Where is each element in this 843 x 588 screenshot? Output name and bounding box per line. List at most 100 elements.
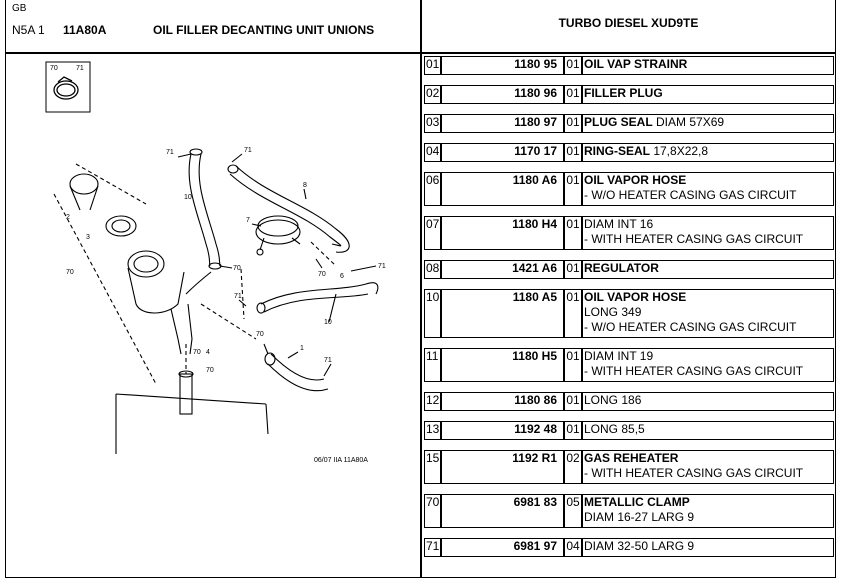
description-bold: FILLER PLUG — [584, 86, 663, 100]
description-line: DIAM 32-50 LARG 9 — [584, 539, 832, 554]
description-bold: GAS REHEATER — [584, 451, 679, 465]
description-line: OIL VAP STRAINR — [584, 57, 832, 72]
part-reference: 1180 96 — [441, 85, 564, 104]
quantity: 01 — [564, 114, 582, 133]
description-text: - WITH HEATER CASING GAS CIRCUIT — [584, 466, 804, 480]
description-line: LONG 85,5 — [584, 422, 832, 437]
item-number: 06 — [424, 172, 441, 206]
part-description: OIL VAPOR HOSE- W/O HEATER CASING GAS CI… — [582, 172, 834, 206]
part-reference: 1421 A6 — [441, 260, 564, 279]
part-reference: 1192 R1 — [441, 450, 564, 484]
quantity: 01 — [564, 85, 582, 104]
diagram-caption: 06/07 IIA 11A80A — [314, 457, 368, 464]
exploded-parts-diagram: 70 71 — [45, 61, 386, 464]
quantity: 02 — [564, 450, 582, 484]
part-reference: 1180 97 — [441, 114, 564, 133]
hose-1 — [270, 353, 325, 381]
regulator-7 — [255, 215, 301, 256]
inset-label: 70 — [50, 65, 58, 72]
quantity: 01 — [564, 56, 582, 75]
part-reference: 1180 95 — [441, 56, 564, 75]
description-line: - W/O HEATER CASING GAS CIRCUIT — [584, 188, 832, 203]
item-number: 08 — [424, 260, 441, 279]
description-line: OIL VAPOR HOSE — [584, 173, 832, 188]
callout: 71 — [234, 293, 242, 300]
language-code: GB — [12, 3, 27, 14]
item-number: 07 — [424, 216, 441, 250]
part-description: LONG 85,5 — [582, 421, 834, 440]
quantity: 01 — [564, 172, 582, 206]
section-code: N5A 1 — [12, 23, 45, 37]
part-reference: 1180 A6 — [441, 172, 564, 206]
quantity: 01 — [564, 260, 582, 279]
description-bold: OIL VAPOR HOSE — [584, 290, 687, 304]
item-number: 71 — [424, 538, 441, 557]
description-text: DIAM INT 19 — [584, 349, 654, 363]
description-line: METALLIC CLAMP — [584, 495, 832, 510]
description-text: DIAM 57X69 — [652, 115, 725, 129]
clamp-icon — [53, 76, 79, 100]
part-description: DIAM INT 19- WITH HEATER CASING GAS CIRC… — [582, 348, 834, 382]
part-reference: 6981 83 — [441, 494, 564, 528]
item-number: 12 — [424, 392, 441, 411]
description-line: - WITH HEATER CASING GAS CIRCUIT — [584, 364, 832, 379]
engine-pipe — [115, 370, 269, 454]
description-text: - W/O HEATER CASING GAS CIRCUIT — [584, 188, 797, 202]
description-text: LONG 186 — [584, 393, 642, 407]
description-line: DIAM INT 19 — [584, 349, 832, 364]
item-number: 15 — [424, 450, 441, 484]
part-reference: 1180 86 — [441, 392, 564, 411]
description-line: - WITH HEATER CASING GAS CIRCUIT — [584, 232, 832, 247]
callout: 8 — [303, 182, 307, 189]
callout: 70 — [206, 367, 214, 374]
part-description: DIAM INT 16- WITH HEATER CASING GAS CIRC… — [582, 216, 834, 250]
callout: 70 — [256, 331, 264, 338]
part-description: FILLER PLUG — [582, 85, 834, 104]
callout: 6 — [340, 273, 344, 280]
description-line: FILLER PLUG — [584, 86, 832, 101]
quantity: 01 — [564, 143, 582, 162]
callout: 7 — [246, 217, 250, 224]
description-text: - WITH HEATER CASING GAS CIRCUIT — [584, 364, 804, 378]
description-line: RING-SEAL 17,8X22,8 — [584, 144, 832, 159]
quantity: 01 — [564, 216, 582, 250]
engine-title: TURBO DIESEL XUD9TE — [558, 16, 699, 30]
description-text: - W/O HEATER CASING GAS CIRCUIT — [584, 320, 797, 334]
parts-table-frame — [421, 53, 836, 578]
description-bold: RING-SEAL — [584, 144, 650, 158]
description-text: 17,8X22,8 — [650, 144, 709, 158]
callout: 70 — [66, 269, 74, 276]
description-line: REGULATOR — [584, 261, 832, 276]
header-left: GB N5A 1 11A80A OIL FILLER DECANTING UNI… — [5, 0, 421, 53]
part-reference: 1180 H5 — [441, 348, 564, 382]
callout: 3 — [86, 234, 90, 241]
callout: 71 — [166, 149, 174, 156]
callout: 71 — [244, 147, 252, 154]
part-reference: 6981 97 — [441, 538, 564, 557]
quantity: 01 — [564, 392, 582, 411]
description-text: - WITH HEATER CASING GAS CIRCUIT — [584, 232, 804, 246]
clamp-inset: 70 71 — [45, 61, 91, 113]
description-bold: PLUG SEAL — [584, 115, 653, 129]
item-number: 11 — [424, 348, 441, 382]
header-right: TURBO DIESEL XUD9TE — [421, 0, 836, 53]
description-bold: METALLIC CLAMP — [584, 495, 690, 509]
callout: 2 — [66, 214, 70, 221]
part-description: OIL VAP STRAINR — [582, 56, 834, 75]
description-line: LONG 349 — [584, 305, 832, 320]
item-number: 04 — [424, 143, 441, 162]
description-line: DIAM 16-27 LARG 9 — [584, 510, 832, 525]
description-line: OIL VAPOR HOSE — [584, 290, 832, 305]
